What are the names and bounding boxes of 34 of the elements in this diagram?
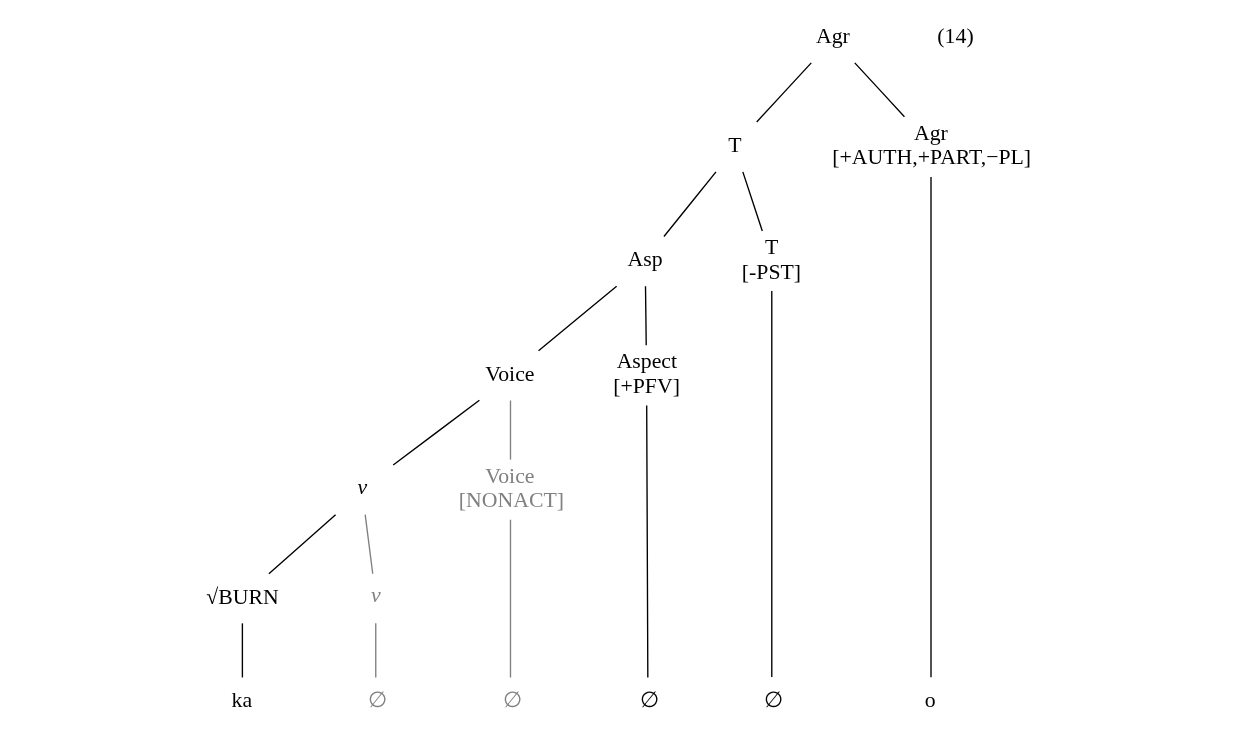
node-text: o: [924, 688, 936, 713]
node-text: ∅: [502, 688, 522, 713]
node-text: T [-PST]: [741, 235, 801, 284]
connector: [662, 171, 717, 238]
node-text: √BURN: [205, 584, 279, 609]
node-text: ∅: [367, 688, 387, 713]
node-text: T: [727, 132, 742, 157]
node-text: Agr: [815, 24, 850, 49]
connector: [267, 514, 336, 575]
connector: [755, 62, 812, 123]
connector: [509, 399, 511, 461]
label: (14): [936, 24, 974, 49]
connector: [364, 514, 373, 575]
node-text: Agr [+AUTH,+PART,−PL]: [831, 120, 1031, 170]
connector: [929, 176, 932, 678]
connector: [741, 171, 763, 232]
node-text: Voice: [484, 361, 534, 386]
connector: [509, 519, 511, 679]
connector: [241, 622, 243, 679]
node-text: ∅: [639, 688, 659, 713]
connector: [537, 285, 617, 352]
connector: [644, 285, 647, 346]
node-text: Asp: [627, 247, 663, 272]
connector: [645, 404, 648, 679]
connector: [770, 290, 772, 678]
connector: [374, 622, 376, 679]
connector: [853, 62, 905, 118]
node-text: Aspect [+PFV]: [612, 349, 680, 398]
node-text: v: [356, 474, 367, 499]
node-text: ∅: [763, 688, 783, 713]
node-text: ka: [231, 688, 252, 713]
node-text: Voice [NONACT]: [458, 463, 564, 513]
connector: [392, 399, 480, 466]
node-text: v: [370, 583, 381, 608]
